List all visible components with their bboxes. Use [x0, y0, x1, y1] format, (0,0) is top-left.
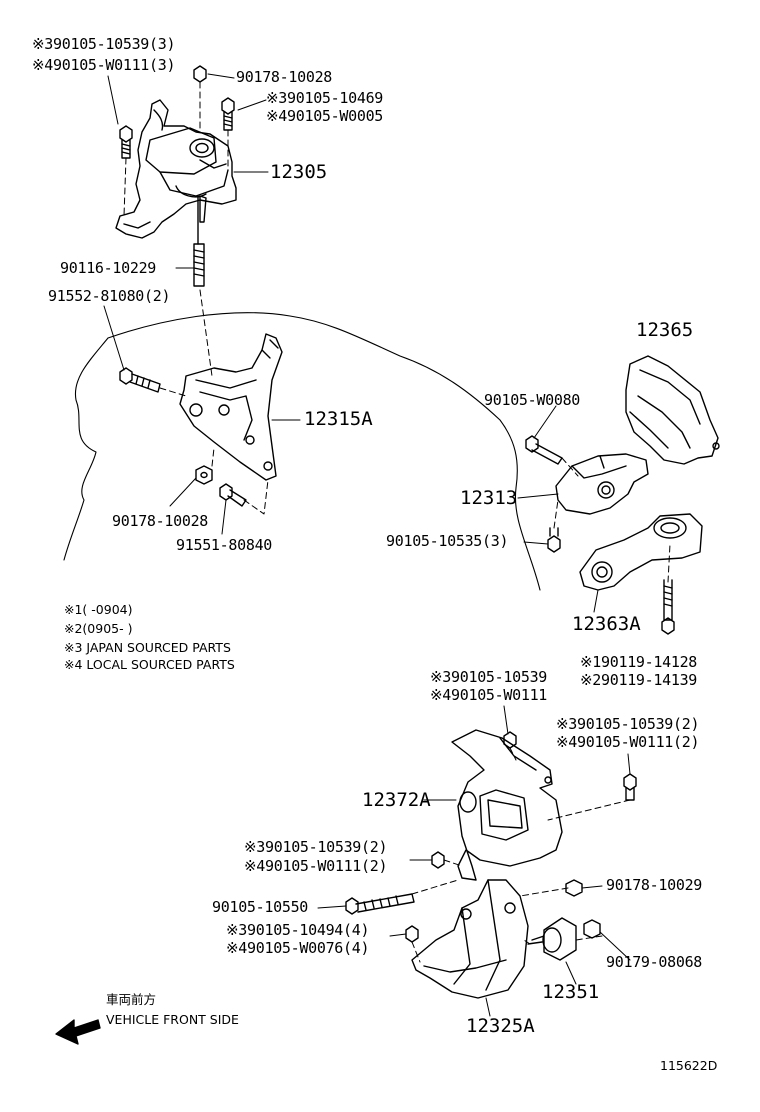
label-nut-90178: 90178-10028: [112, 512, 209, 530]
leader-lines: [103, 73, 631, 1017]
label-e3: ※390105-10539(2): [556, 715, 700, 733]
note-3: ※3 JAPAN SOURCED PARTS: [64, 640, 231, 655]
label-91552: 91552-81080(2): [48, 287, 171, 305]
nut-12372a-left-drawing: [431, 851, 445, 869]
label-d3: ※390105-10539: [430, 668, 548, 686]
note-2: ※2(0905- ): [64, 621, 133, 636]
rod-12363a-drawing: [579, 513, 703, 591]
note-1: ※1( -0904): [64, 602, 133, 617]
bolt-w0080-drawing: [525, 435, 563, 465]
label-b: 90178-10028: [236, 68, 333, 86]
bolt-10494-drawing: [405, 925, 419, 943]
label-w0080: 90105-W0080: [484, 391, 581, 409]
bracket-12315a-drawing: [179, 333, 283, 481]
label-12305: 12305: [270, 161, 328, 183]
stud-drawing: [193, 195, 207, 287]
nut-08068-drawing: [583, 919, 601, 939]
label-12351: 12351: [542, 981, 600, 1003]
label-f4: ※490105-W0111(2): [244, 857, 388, 875]
label-08068: 90179-08068: [606, 953, 703, 971]
label-e4: ※490105-W0111(2): [556, 733, 700, 751]
nut-90178-drawing: [195, 465, 213, 485]
label-12313: 12313: [460, 487, 518, 509]
label-12363a: 12363A: [572, 613, 641, 635]
bolt-12372a-right-drawing: [623, 773, 637, 801]
bolt-10535-drawing: [547, 527, 561, 553]
bolt-12372a-top-drawing: [503, 731, 517, 749]
label-12365: 12365: [636, 319, 694, 341]
label-90119-2: ※290119-14139: [580, 671, 698, 689]
cover-12365-drawing: [625, 355, 720, 465]
bracket-12313-drawing: [555, 453, 649, 515]
label-g4: ※490105-W0076(4): [226, 939, 370, 957]
label-a4: ※490105-W0111(3): [32, 56, 176, 74]
direction-jp: 車両前方: [106, 992, 157, 1007]
bolt-top-right-drawing: [221, 97, 235, 131]
bolt-top-left-drawing: [119, 125, 133, 159]
label-10029: 90178-10029: [606, 876, 703, 894]
front-direction-arrow: [55, 1019, 101, 1045]
label-10550: 90105-10550: [212, 898, 309, 916]
label-12325a: 12325A: [466, 1015, 535, 1037]
direction-en: VEHICLE FRONT SIDE: [106, 1012, 239, 1027]
label-90119-1: ※190119-14128: [580, 653, 698, 671]
label-c4: ※490105-W0005: [266, 107, 384, 125]
note-4: ※4 LOCAL SOURCED PARTS: [64, 657, 235, 672]
label-12372a: 12372A: [362, 789, 431, 811]
label-stud: 90116-10229: [60, 259, 157, 277]
label-f3: ※390105-10539(2): [244, 838, 388, 856]
bolt-90119-drawing: [661, 579, 675, 635]
label-d4: ※490105-W0111: [430, 686, 548, 704]
label-91551: 91551-80840: [176, 536, 273, 554]
nut-top-drawing: [193, 65, 207, 83]
engine-mount-12305-drawing: [115, 99, 237, 239]
label-g3: ※390105-10494(4): [226, 921, 370, 939]
bushing-12351-drawing: [527, 917, 577, 961]
engine-outline: [63, 312, 541, 591]
label-a3: ※390105-10539(3): [32, 35, 176, 53]
bolt-91552-drawing: [119, 367, 161, 393]
bracket-12325a-drawing: [411, 879, 529, 999]
assembly-dashed-lines: [123, 81, 671, 963]
label-c3: ※390105-10469: [266, 89, 384, 107]
mount-12372a-drawing: [451, 729, 563, 881]
bolt-91551-drawing: [219, 483, 247, 507]
bolt-10550-drawing: [345, 893, 415, 915]
label-12315a: 12315A: [304, 408, 373, 430]
nut-10029-drawing: [565, 879, 583, 897]
figure-id: 115622D: [660, 1058, 718, 1073]
label-10535: 90105-10535(3): [386, 532, 509, 550]
